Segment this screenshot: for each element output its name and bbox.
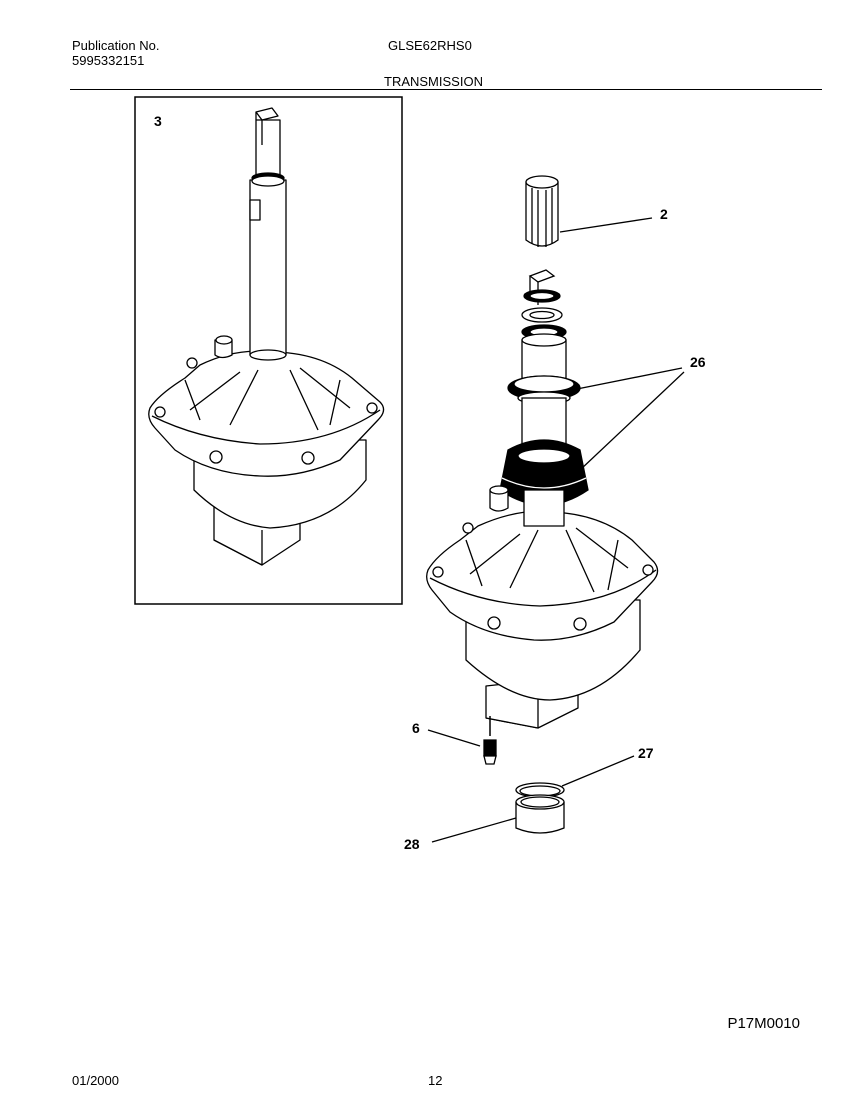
callout-part-6: 6	[412, 720, 420, 736]
callout-part-3: 3	[154, 113, 162, 129]
leader-part-6	[427, 729, 481, 747]
transmission-assembly-illustration	[148, 107, 385, 566]
leader-part-27	[561, 755, 635, 787]
agitator-shaft	[507, 269, 581, 459]
section-title: TRANSMISSION	[384, 74, 483, 89]
callout-part-28: 28	[404, 836, 420, 852]
leader-part-26b	[579, 371, 685, 471]
publication-label: Publication No.	[72, 38, 160, 53]
header-rule	[70, 89, 822, 90]
boot-seal	[499, 439, 589, 506]
screw-part-6	[483, 716, 497, 765]
publication-number: 5995332151	[72, 53, 145, 68]
ring-part-27	[515, 782, 565, 798]
figure-code: P17M0010	[727, 1015, 800, 1032]
footer-date: 01/2000	[72, 1073, 119, 1088]
page-number: 12	[428, 1073, 443, 1088]
callout-part-26: 26	[690, 354, 706, 370]
bushing-part-28	[515, 794, 565, 834]
model-number: GLSE62RHS0	[388, 38, 472, 53]
callout-part-27: 27	[638, 745, 654, 761]
leader-part-2	[559, 217, 653, 233]
leader-part-26a	[571, 367, 683, 391]
leader-part-28	[431, 817, 517, 843]
spline-coupling-part-2	[525, 175, 559, 247]
gearcase-housing	[426, 485, 659, 729]
callout-part-2: 2	[660, 206, 668, 222]
inset-frame	[134, 96, 403, 605]
